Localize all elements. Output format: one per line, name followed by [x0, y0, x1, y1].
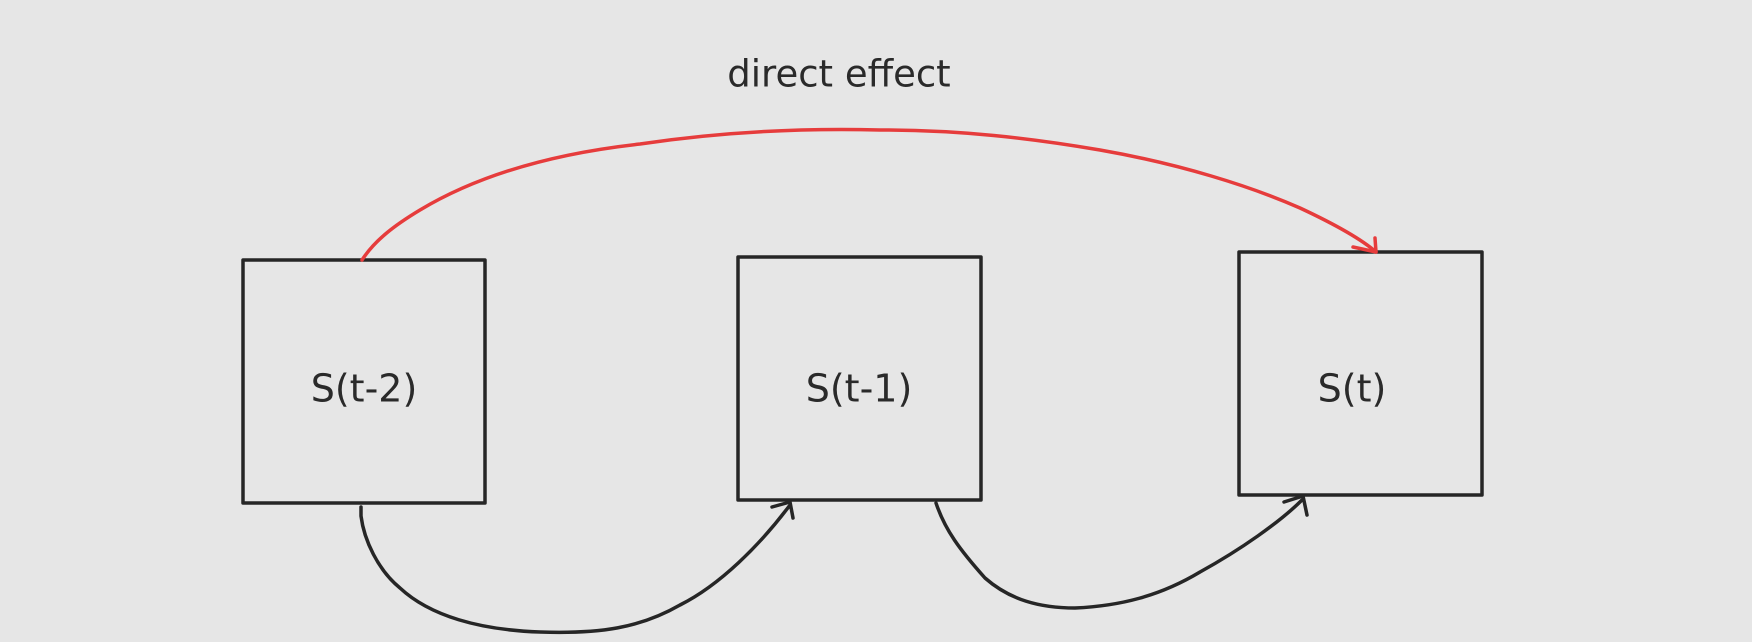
arrowhead-icon — [770, 500, 795, 520]
arrowhead-icon — [1351, 236, 1378, 254]
edge-label-direct-effect: direct effect — [727, 53, 950, 96]
node-box — [1237, 250, 1484, 497]
node-s-t[interactable]: S(t) — [1237, 250, 1484, 497]
edge-curve — [359, 503, 792, 635]
edge-s-t-minus-2-to-s-t-minus-1[interactable] — [359, 500, 795, 635]
edge-curve — [360, 127, 1378, 262]
node-label: S(t) — [1318, 367, 1387, 411]
arrowhead-icon — [1282, 494, 1309, 517]
node-box — [736, 255, 983, 502]
node-s-t-minus-2[interactable]: S(t-2) — [241, 258, 487, 505]
node-s-t-minus-1[interactable]: S(t-1) — [736, 255, 983, 502]
edge-s-t-minus-1-to-s-t[interactable] — [934, 494, 1309, 610]
node-label: S(t-1) — [806, 367, 913, 411]
edge-direct-effect[interactable]: direct effect — [360, 53, 1378, 262]
edge-curve — [934, 498, 1304, 610]
node-label: S(t-2) — [311, 367, 418, 411]
